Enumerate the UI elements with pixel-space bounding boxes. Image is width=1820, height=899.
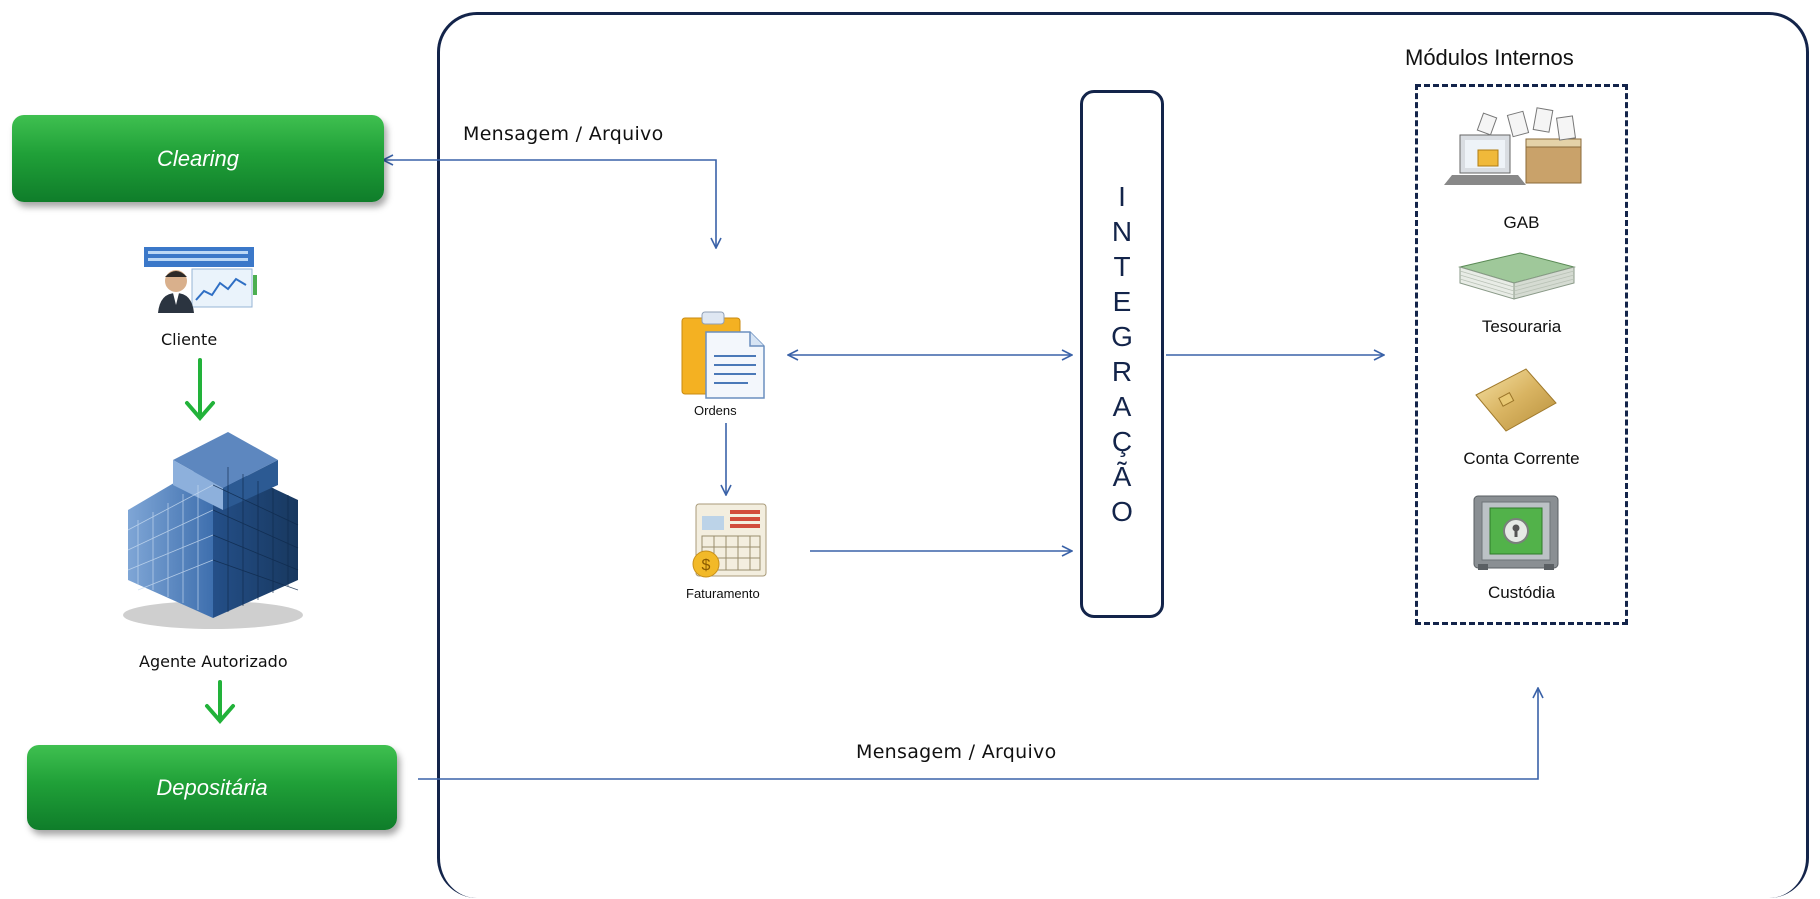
custodia-label: Custódia [1487,583,1556,602]
tesouraria-label: Tesouraria [1481,317,1562,336]
faturamento-invoice-icon: $ [692,503,767,578]
conta-corrente-label: Conta Corrente [1463,449,1580,468]
green-arrow-down [205,680,235,725]
integracao-letter: Ç [1111,426,1133,457]
building-icon [123,432,303,629]
gab-label: GAB [1503,213,1540,232]
custodia-safe-icon [1473,495,1559,570]
clearing-message-arrow [383,160,716,248]
integracao-letter: E [1112,286,1132,317]
integracao-letter: N [1111,216,1133,247]
svg-text:$: $ [702,557,711,574]
integracao-letter: I [1118,181,1126,212]
green-arrow-down [185,358,215,422]
cliente-label: Cliente [161,330,218,349]
gab-icon [1444,107,1582,185]
mensagem-arquivo-top-label: Mensagem / Arquivo [463,123,664,145]
client-trader-icon [144,247,257,313]
integracao-letter: G [1111,321,1133,352]
clearing-button[interactable]: Clearing [12,115,384,202]
agente-autorizado-label: Agente Autorizado [139,652,288,671]
depositaria-message-arrow [418,688,1538,780]
integracao-letter: Ã [1112,461,1132,492]
conta-corrente-card-icon [1475,368,1557,432]
integracao-letter: T [1113,251,1131,282]
integracao-letter: R [1111,356,1133,387]
system-frame [437,12,1809,898]
integracao-box: I N T E G R A Ç Ã O [1080,90,1164,618]
mensagem-arquivo-bottom-label: Mensagem / Arquivo [856,741,1057,763]
modulos-internos-title: Módulos Internos [1405,45,1574,70]
integracao-letter: A [1112,391,1132,422]
ordens-label: Ordens [694,403,737,418]
tesouraria-money-icon [1458,252,1576,300]
ordens-document-icon [681,311,765,399]
integracao-letter: O [1111,496,1133,527]
faturamento-label: Faturamento [686,586,760,601]
depositaria-button[interactable]: Depositária [27,745,397,830]
clearing-label: Clearing [157,145,239,171]
modulos-internos-box [1415,84,1628,625]
depositaria-label: Depositária [156,774,268,800]
